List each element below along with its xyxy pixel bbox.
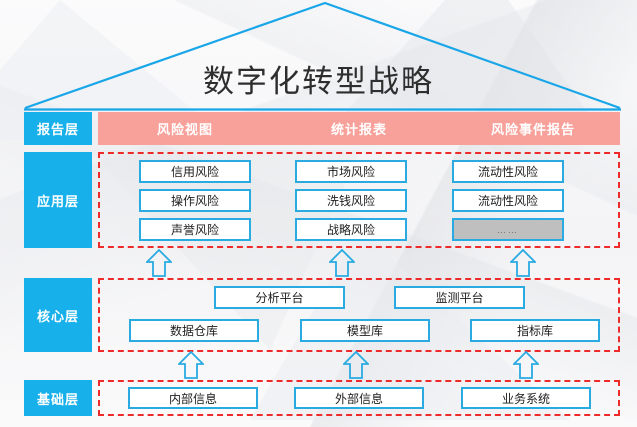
- up-arrow-icon: [146, 249, 172, 277]
- application-node[interactable]: 信用风险: [139, 160, 251, 183]
- up-arrow-icon: [329, 249, 355, 277]
- report-item[interactable]: 统计报表: [330, 122, 387, 137]
- up-arrow-icon: [513, 351, 539, 379]
- core-repository-node[interactable]: 数据仓库: [129, 319, 259, 342]
- application-node[interactable]: 市场风险: [295, 160, 407, 183]
- foundation-node[interactable]: 内部信息: [128, 387, 258, 409]
- core-platform-node[interactable]: 分析平台: [214, 286, 345, 309]
- application-node-placeholder[interactable]: ……: [452, 218, 564, 241]
- layer-label-foundation: 基础层: [24, 380, 92, 416]
- core-repository-node[interactable]: 模型库: [300, 319, 430, 342]
- foundation-layer-group: [98, 380, 620, 416]
- roof-outline: [24, 1, 621, 111]
- report-item[interactable]: 风险事件报告: [490, 122, 575, 137]
- layer-label-report: 报告层: [24, 112, 92, 145]
- layer-label-core: 核心层: [24, 278, 92, 352]
- foundation-node[interactable]: 业务系统: [461, 387, 591, 409]
- report-layer-band: 风险视图 统计报表 风险事件报告: [98, 112, 620, 145]
- application-node[interactable]: 战略风险: [295, 218, 407, 241]
- application-node[interactable]: 流动性风险: [452, 160, 564, 183]
- core-platform-node[interactable]: 监测平台: [394, 286, 525, 309]
- page-title: 数字化转型战略: [203, 64, 434, 99]
- up-arrow-icon: [178, 351, 204, 379]
- application-node[interactable]: 操作风险: [139, 189, 251, 212]
- core-layer-group: [98, 278, 620, 352]
- layer-label-application: 应用层: [24, 152, 92, 248]
- application-node[interactable]: 洗钱风险: [295, 189, 407, 212]
- up-arrow-icon: [510, 249, 536, 277]
- foundation-node[interactable]: 外部信息: [294, 387, 424, 409]
- up-arrow-icon: [343, 351, 369, 379]
- core-repository-node[interactable]: 指标库: [470, 319, 600, 342]
- application-node[interactable]: 声誉风险: [139, 218, 251, 241]
- application-layer-group: [98, 152, 620, 248]
- report-item[interactable]: 风险视图: [156, 122, 213, 137]
- application-node[interactable]: 流动性风险: [452, 189, 564, 212]
